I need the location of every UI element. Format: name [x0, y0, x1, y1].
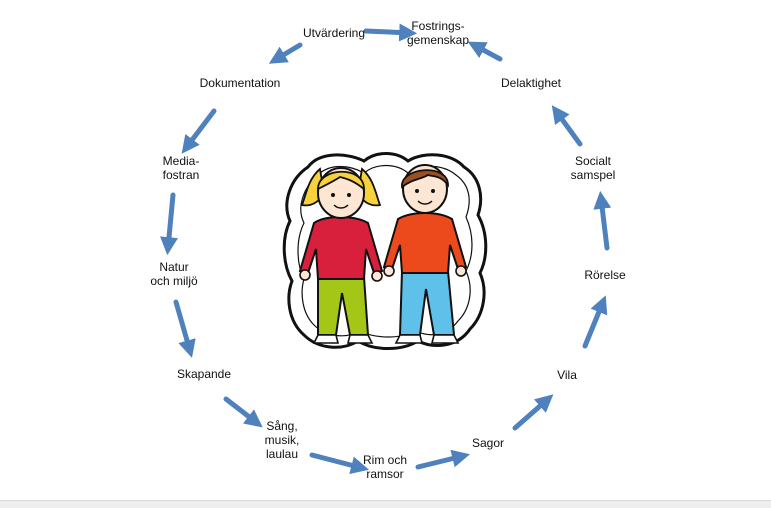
arrow-dokumentation-to-utvardering: [268, 42, 303, 64]
girl-figure: [298, 167, 384, 344]
node-rim-och-ramsor: Rim och ramsor: [362, 453, 408, 481]
arrow-sang-musik-laulau-to-skapande: [223, 396, 263, 428]
arrow-fostringsgemenskap-to-delaktighet: [467, 41, 503, 62]
node-sang-musik-laulau: Sång, musik, laulau: [264, 419, 300, 461]
arrow-skapande-to-natur-och-miljo: [173, 299, 196, 358]
arrow-utvardering-to-fostringsgemenskap: [363, 23, 418, 42]
node-socialt-samspel: Socialt samspel: [570, 154, 616, 182]
arrow-natur-och-miljo-to-media-fostran: [160, 192, 178, 256]
boy-shirt: [382, 212, 468, 274]
node-rorelse: Rörelse: [584, 268, 626, 282]
node-skapande: Skapande: [176, 367, 232, 381]
bottom-strip: [0, 500, 771, 508]
arrow-sagor-to-rim-och-ramsor: [415, 449, 470, 470]
arrow-vila-to-sagor: [512, 394, 554, 431]
two-children-illustration: [278, 145, 490, 355]
node-fostringsgemenskap: Fostrings- gemenskap: [406, 19, 470, 47]
boy-figure: [382, 164, 468, 344]
girl-shirt: [298, 216, 384, 280]
node-dokumentation: Dokumentation: [199, 76, 281, 90]
arrow-socialt-samspel-to-rorelse: [593, 190, 612, 251]
arrow-rorelse-to-vila: [582, 295, 608, 349]
arrow-delaktighet-to-socialt-samspel: [551, 105, 583, 147]
node-natur-och-miljo: Natur och miljö: [150, 260, 198, 288]
arrow-media-fostran-to-dokumentation: [181, 108, 217, 154]
arrow-rim-och-ramsor-to-sang-musik-laulau: [309, 452, 369, 474]
node-utvardering: Utvärdering: [302, 26, 366, 40]
node-sagor: Sagor: [471, 436, 505, 450]
node-vila: Vila: [557, 368, 577, 382]
node-media-fostran: Media- fostran: [162, 154, 200, 182]
node-delaktighet: Delaktighet: [500, 76, 562, 90]
